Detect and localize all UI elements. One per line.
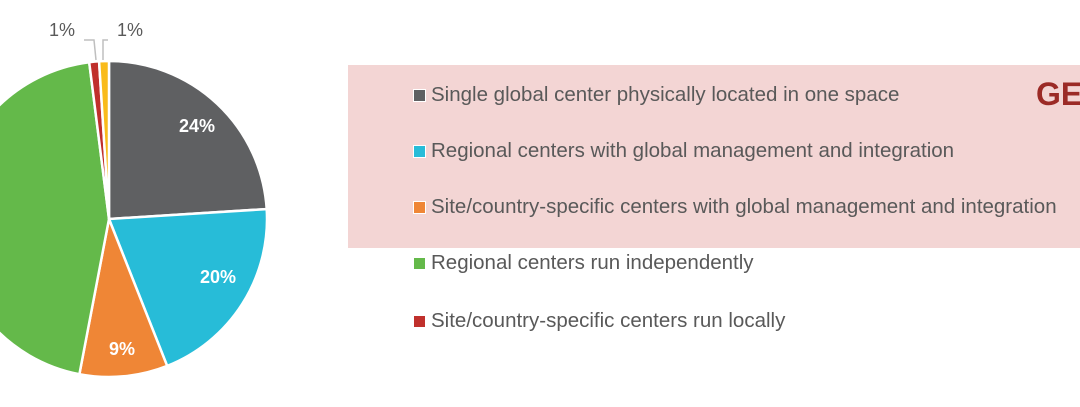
legend-swatch <box>413 315 426 328</box>
leader-line <box>102 39 108 60</box>
leader-line <box>84 39 97 61</box>
pie-chart: 24% 20% 9% 1% 1% <box>0 20 269 379</box>
data-label: 9% <box>109 339 135 359</box>
data-label: 24% <box>179 116 215 136</box>
legend-label: Regional centers run independently <box>431 251 754 274</box>
legend-swatch <box>413 257 426 270</box>
legend-label: Single global center physically located … <box>431 83 900 106</box>
highlight-band <box>348 65 1080 248</box>
legend-item: Site/country-specific centers with globa… <box>413 193 1080 220</box>
legend-swatch <box>413 89 426 102</box>
data-label: 1% <box>117 20 143 40</box>
legend-swatch <box>413 201 426 214</box>
data-label: 1% <box>49 20 75 40</box>
pie-slice <box>0 60 111 376</box>
pie-slice <box>107 59 269 221</box>
legend-item: Regional centers run independently <box>413 249 1080 276</box>
legend-item: Site/country-specific centers run locall… <box>413 307 1080 334</box>
pie-slice <box>77 214 169 379</box>
overlay-heading: GE <box>1036 76 1080 112</box>
data-label: 20% <box>200 267 236 287</box>
legend-label: Regional centers with global management … <box>431 139 955 162</box>
legend-item: Regional centers with global management … <box>413 137 1080 164</box>
legend-swatch <box>413 145 426 158</box>
pie-slice <box>107 207 269 368</box>
legend-item: Single global center physically located … <box>413 81 1080 108</box>
legend-label: Site/country-specific centers with globa… <box>431 195 1057 218</box>
legend-label: Site/country-specific centers run locall… <box>431 309 786 332</box>
pie-slice <box>97 59 111 220</box>
